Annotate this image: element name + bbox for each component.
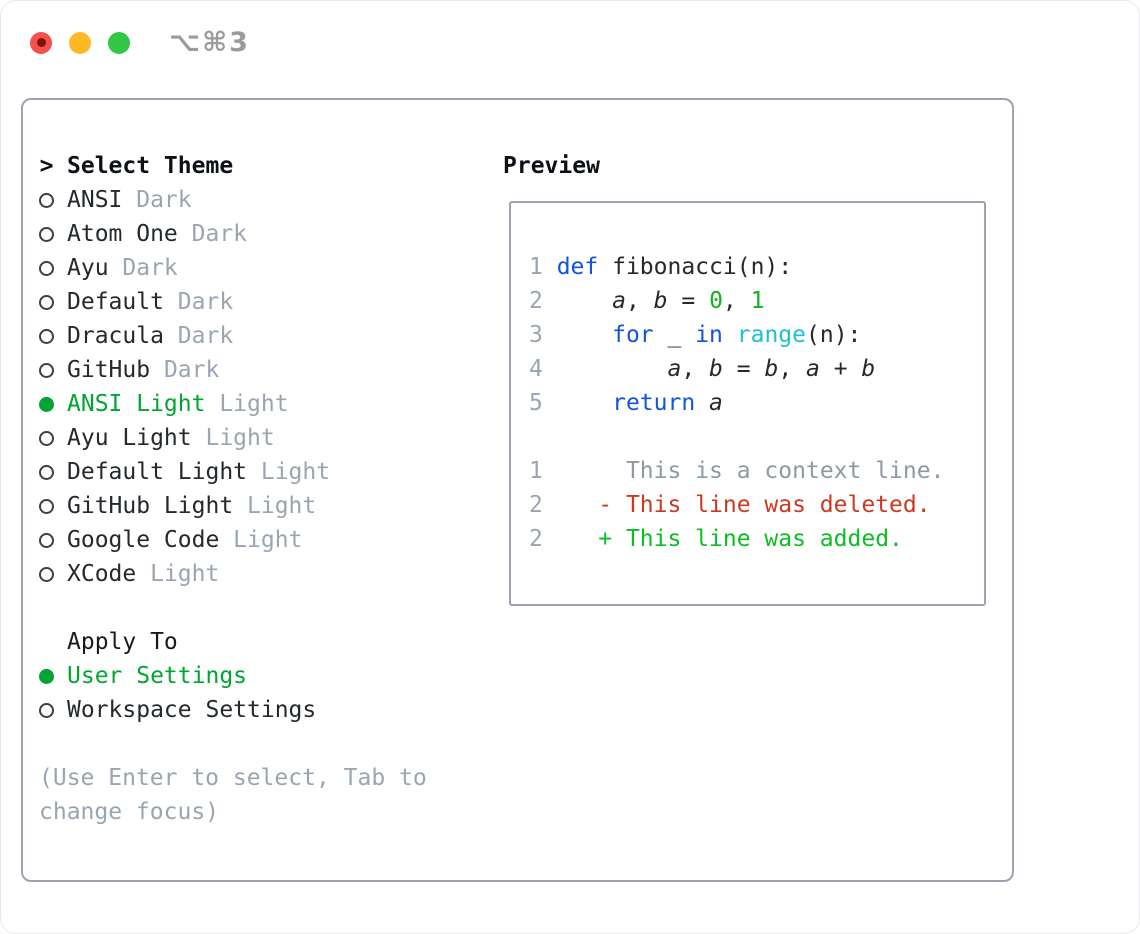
theme-option-label: ANSI [67, 187, 123, 213]
line-number: 4 [529, 356, 557, 382]
theme-option-label: Dracula [67, 323, 164, 349]
line-number: 1 [529, 458, 557, 484]
zoom-button[interactable] [108, 31, 130, 54]
code-blank-line [529, 420, 984, 454]
radio-icon [39, 362, 54, 378]
prompt-icon: > [39, 153, 54, 179]
code-line: 4 a, b = b, a + b [529, 356, 876, 382]
theme-option-label: GitHub [67, 357, 151, 383]
radio-icon [39, 192, 54, 208]
help-text-line-2: change focus) [39, 799, 220, 825]
select-theme-heading: > Select Theme [39, 149, 427, 183]
code-line: 3 for _ in range(n): [529, 322, 862, 348]
select-theme-heading-label: Select Theme [67, 153, 234, 179]
theme-option-label: XCode [67, 561, 137, 587]
theme-option-default-light[interactable]: Default Light Light [39, 455, 427, 489]
code-line: 5 return a [529, 390, 723, 416]
apply-option-user-settings[interactable]: User Settings [39, 659, 427, 693]
theme-option-dracula[interactable]: Dracula Dark [39, 319, 427, 353]
theme-variant-tag: Light [136, 561, 220, 587]
theme-variant-tag: Light [233, 493, 317, 519]
theme-option-github[interactable]: GitHub Dark [39, 353, 427, 387]
theme-variant-tag: Dark [122, 187, 192, 213]
line-number: 2 [529, 492, 557, 518]
line-number: 2 [529, 526, 557, 552]
titlebar: ⌥⌘3 [30, 27, 250, 58]
theme-option-atom-one[interactable]: Atom One Dark [39, 217, 427, 251]
theme-option-google-code[interactable]: Google Code Light [39, 523, 427, 557]
radio-icon [39, 294, 54, 310]
theme-option-label: Default Light [67, 459, 248, 485]
help-text-line-1: (Use Enter to select, Tab to [39, 765, 427, 791]
radio-selected-icon [39, 396, 54, 412]
code-line: 1 def fibonacci(n): [529, 254, 793, 280]
theme-option-github-light[interactable]: GitHub Light Light [39, 489, 427, 523]
theme-variant-tag: Light [219, 527, 303, 553]
code-preview: 1 def fibonacci(n): 2 a, b = 0, 1 3 for _ … [511, 203, 984, 556]
theme-option-label: Default [67, 289, 164, 315]
radio-icon [39, 532, 54, 548]
spacer [39, 727, 427, 761]
theme-option-label: GitHub Light [67, 493, 234, 519]
apply-option-label: User Settings [67, 663, 248, 689]
code-line: 2 - This line was deleted. [529, 492, 931, 518]
preview-panel: 1 def fibonacci(n): 2 a, b = 0, 1 3 for _ … [509, 201, 986, 606]
radio-icon [39, 702, 54, 718]
theme-option-label: Google Code [67, 527, 220, 553]
apply-to-heading: Apply To [39, 625, 427, 659]
theme-variant-tag: Dark [150, 357, 220, 383]
code-line: 2 a, b = 0, 1 [529, 288, 765, 314]
apply-option-label: Workspace Settings [67, 697, 317, 723]
theme-option-default[interactable]: Default Dark [39, 285, 427, 319]
theme-option-label: Atom One [67, 221, 178, 247]
radio-icon [39, 226, 54, 242]
theme-variant-tag: Light [205, 391, 289, 417]
radio-selected-icon [39, 668, 54, 684]
minimize-button[interactable] [69, 31, 91, 54]
theme-option-ansi[interactable]: ANSI Dark [39, 183, 427, 217]
radio-icon [39, 328, 54, 344]
radio-icon [39, 260, 54, 276]
theme-option-xcode[interactable]: XCode Light [39, 557, 427, 591]
theme-option-label: Ayu [67, 255, 109, 281]
theme-option-ayu-light[interactable]: Ayu Light Light [39, 421, 427, 455]
line-number: 2 [529, 288, 557, 314]
close-button[interactable] [30, 31, 52, 54]
theme-option-label: Ayu Light [67, 425, 192, 451]
line-number: 3 [529, 322, 557, 348]
window-title: ⌥⌘3 [169, 27, 250, 58]
theme-option-ansi-light[interactable]: ANSI Light Light [39, 387, 427, 421]
theme-variant-tag: Light [191, 425, 275, 451]
theme-variant-tag: Dark [163, 289, 234, 315]
line-number: 5 [529, 390, 557, 416]
close-dot-icon [36, 38, 46, 47]
apply-to-heading-label: Apply To [67, 629, 178, 655]
theme-variant-tag: Dark [108, 255, 178, 281]
code-line: 2 + This line was added. [529, 526, 903, 552]
theme-variant-tag: Dark [177, 221, 248, 247]
apply-option-workspace-settings[interactable]: Workspace Settings [39, 693, 427, 727]
line-number: 1 [529, 254, 557, 280]
radio-icon [39, 566, 54, 582]
theme-option-label: ANSI Light [67, 391, 206, 417]
theme-variant-tag: Dark [163, 323, 234, 349]
code-line: 1 This is a context line. [529, 458, 945, 484]
radio-icon [39, 430, 54, 446]
spacer [39, 591, 427, 625]
preview-heading: Preview [503, 153, 600, 179]
radio-icon [39, 464, 54, 480]
theme-variant-tag: Light [247, 459, 331, 485]
radio-icon [39, 498, 54, 514]
theme-option-ayu[interactable]: Ayu Dark [39, 251, 427, 285]
